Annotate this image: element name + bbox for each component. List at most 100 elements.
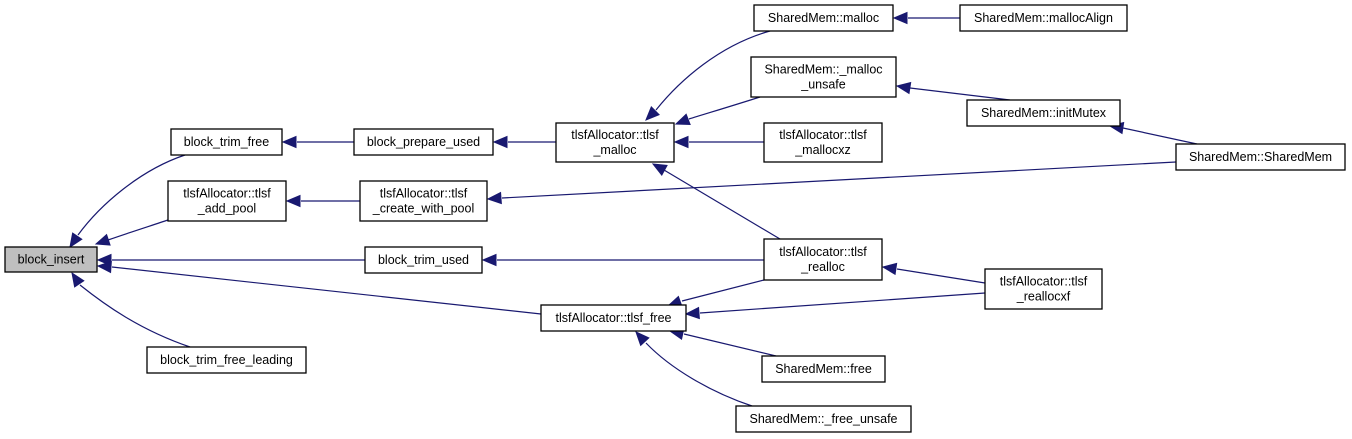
node-box[interactable] <box>966 99 1121 127</box>
node-block_insert[interactable]: block_insert <box>4 246 98 273</box>
arrowhead-icon <box>881 262 898 276</box>
node-label: _reallocxf <box>1016 290 1071 304</box>
edge-line <box>655 30 771 111</box>
node-block_trim_used[interactable]: block_trim_used <box>364 246 483 274</box>
node-box[interactable] <box>364 246 483 274</box>
edge-line <box>645 342 753 407</box>
node-sm_mallocAlign[interactable]: SharedMem::mallocAlign <box>959 4 1128 32</box>
node-box[interactable] <box>170 128 283 156</box>
node-box[interactable] <box>763 238 883 281</box>
edge-line <box>663 169 781 240</box>
edge-sm_free-to-tlsf_free <box>668 327 777 357</box>
arrowhead-icon <box>94 233 111 246</box>
edge-tlsf_reallocxf-to-tlsf_free <box>684 292 986 320</box>
edge-line <box>111 266 542 315</box>
node-label: SharedMem::initMutex <box>981 106 1107 120</box>
node-box[interactable] <box>984 268 1103 310</box>
node-label: tlsfAllocator::tlsf <box>183 187 271 201</box>
edge-line <box>107 219 169 241</box>
edge-sm_mallocAlign-to-sm_malloc <box>892 11 960 25</box>
node-box[interactable] <box>353 128 494 156</box>
edge-tlsf_add_pool-to-block_insert <box>94 219 169 246</box>
arrowhead-icon <box>895 81 912 95</box>
node-sm_malloc[interactable]: SharedMem::malloc <box>753 4 894 32</box>
arrowhead-icon <box>651 163 668 176</box>
arrowhead-icon <box>635 331 650 347</box>
node-block_trim_free_leading[interactable]: block_trim_free_leading <box>146 346 307 374</box>
node-sm_initMutex[interactable]: SharedMem::initMutex <box>966 99 1121 127</box>
node-label: block_trim_free_leading <box>160 353 293 367</box>
node-tlsf_reallocxf[interactable]: tlsfAllocator::tlsf_reallocxf <box>984 268 1103 310</box>
node-label: block_trim_used <box>378 253 469 267</box>
arrowhead-icon <box>96 260 112 274</box>
node-box[interactable] <box>540 304 687 332</box>
edge-tlsf_realloc-to-tlsf_malloc <box>651 163 781 240</box>
arrowhead-icon <box>492 135 508 149</box>
node-sm_malloc_unsafe[interactable]: SharedMem::_malloc_unsafe <box>750 56 897 98</box>
edge-line <box>896 268 986 284</box>
node-sm_free_unsafe[interactable]: SharedMem::_free_unsafe <box>735 405 912 433</box>
node-label: tlsfAllocator::tlsf <box>380 187 468 201</box>
arrowhead-icon <box>285 194 301 208</box>
edge-block_trim_free_leading-to-block_insert <box>71 271 191 348</box>
node-label: block_insert <box>18 253 85 267</box>
node-block_trim_free[interactable]: block_trim_free <box>170 128 283 156</box>
edge-tlsf_free-to-block_insert <box>96 260 542 315</box>
node-tlsf_malloc[interactable]: tlsfAllocator::tlsf_malloc <box>555 122 675 163</box>
node-label: _add_pool <box>197 202 256 216</box>
edge-block_trim_free-to-block_insert <box>69 154 186 249</box>
edge-line <box>77 154 186 236</box>
arrowhead-icon <box>892 11 908 25</box>
node-sm_free[interactable]: SharedMem::free <box>761 355 886 383</box>
node-label: SharedMem::_free_unsafe <box>749 412 897 426</box>
node-box[interactable] <box>555 122 675 163</box>
node-label: _create_with_pool <box>372 202 474 216</box>
node-tlsf_mallocxz[interactable]: tlsfAllocator::tlsf_mallocxz <box>763 122 883 163</box>
node-sm_SharedMem[interactable]: SharedMem::SharedMem <box>1175 143 1346 171</box>
edge-tlsf_realloc-to-block_trim_used <box>481 253 764 267</box>
node-box[interactable] <box>750 56 897 98</box>
node-label: SharedMem::mallocAlign <box>974 11 1113 25</box>
node-box[interactable] <box>959 4 1128 32</box>
node-label: _unsafe <box>800 78 846 92</box>
node-tlsf_realloc[interactable]: tlsfAllocator::tlsf_realloc <box>763 238 883 281</box>
edge-tlsf_reallocxf-to-tlsf_realloc <box>881 262 986 284</box>
edge-line <box>681 279 765 302</box>
node-box[interactable] <box>761 355 886 383</box>
edge-tlsf_create_with_pool-to-tlsf_add_pool <box>285 194 360 208</box>
node-label: _mallocxz <box>794 143 851 157</box>
edge-line <box>699 292 986 314</box>
node-label: block_trim_free <box>184 135 269 149</box>
node-box[interactable] <box>1175 143 1346 171</box>
edge-tlsf_mallocxz-to-tlsf_malloc <box>673 135 764 149</box>
node-label: tlsfAllocator::tlsf <box>1000 275 1088 289</box>
node-label: tlsfAllocator::tlsf_free <box>555 311 671 325</box>
node-box[interactable] <box>763 122 883 163</box>
node-label: block_prepare_used <box>367 135 480 149</box>
edge-sm_SharedMem-to-tlsf_create_with_pool <box>486 161 1177 205</box>
arrowhead-icon <box>674 113 691 125</box>
arrowhead-icon <box>645 106 660 121</box>
edge-sm_malloc_unsafe-to-tlsf_malloc <box>674 96 761 125</box>
node-block_prepare_used[interactable]: block_prepare_used <box>353 128 494 156</box>
node-tlsf_add_pool[interactable]: tlsfAllocator::tlsf_add_pool <box>167 180 287 222</box>
edge-block_prepare_used-to-block_trim_free <box>281 135 354 149</box>
node-box[interactable] <box>359 180 488 222</box>
edge-line <box>688 96 761 120</box>
node-box[interactable] <box>167 180 287 222</box>
arrowhead-icon <box>281 135 297 149</box>
edge-line <box>909 87 1011 101</box>
node-box[interactable] <box>4 246 98 273</box>
node-box[interactable] <box>753 4 894 32</box>
node-label: tlsfAllocator::tlsf <box>779 128 867 142</box>
node-box[interactable] <box>735 405 912 433</box>
node-tlsf_create_with_pool[interactable]: tlsfAllocator::tlsf_create_with_pool <box>359 180 488 222</box>
edge-block_trim_used-to-block_insert <box>96 253 365 267</box>
arrowhead-icon <box>486 191 502 205</box>
edges-layer <box>69 11 1198 407</box>
arrowhead-icon <box>71 271 85 288</box>
arrowhead-icon <box>684 306 700 320</box>
node-tlsf_free[interactable]: tlsfAllocator::tlsf_free <box>540 304 687 332</box>
node-box[interactable] <box>146 346 307 374</box>
